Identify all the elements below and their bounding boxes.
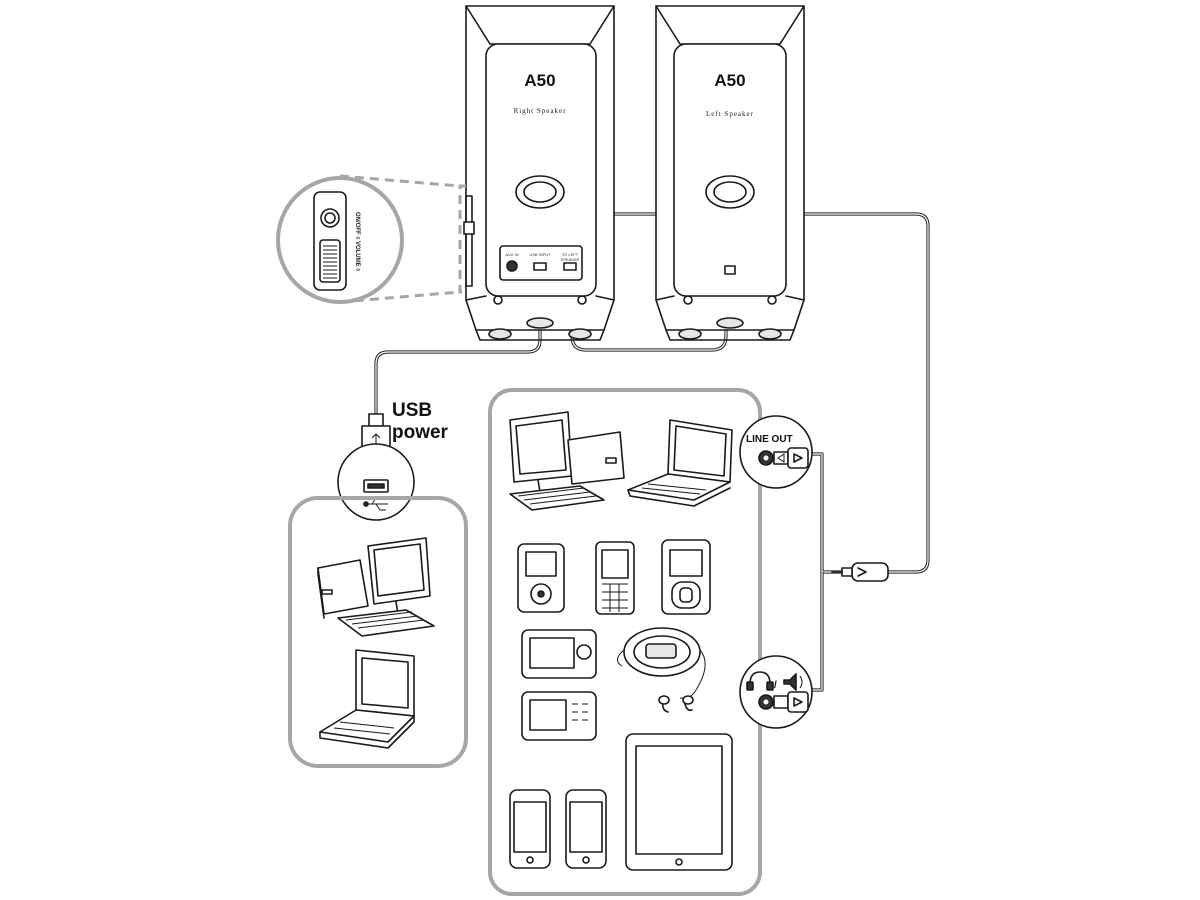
desktop-computer-icon — [509, 411, 625, 511]
aux-plug — [831, 562, 889, 582]
speaker-output-icon — [783, 673, 803, 691]
desktop-computer-icon — [317, 537, 435, 637]
media-player-icon — [661, 539, 711, 615]
smartphone-icon — [565, 789, 607, 869]
side-volume-knob[interactable] — [463, 221, 475, 235]
smartphone-icon — [509, 789, 551, 869]
right-speaker-label: Right Speaker — [514, 107, 567, 115]
usb-input-port[interactable] — [533, 262, 547, 271]
line-out-callout: LINE OUT — [739, 415, 813, 489]
left-speaker-model: A50 — [714, 71, 745, 90]
usb-devices-panel — [288, 496, 468, 768]
media-player-keypad-icon — [521, 691, 597, 741]
headphone-separator: / — [774, 680, 777, 691]
line-out-label: LINE OUT — [746, 434, 793, 445]
aux-in-jack[interactable] — [506, 260, 518, 272]
left-speaker-label: Left Speaker — [706, 110, 754, 118]
power-volume-label: ON/OFF ◊ VOLUME ◊ — [354, 212, 361, 271]
usb-input-label: USB INPUT — [529, 252, 551, 257]
right-speaker-model: A50 — [524, 71, 555, 90]
left-speaker-input-port[interactable] — [724, 265, 736, 275]
mobile-phone-icon — [595, 541, 635, 615]
usb-port-callout — [337, 443, 415, 521]
audio-devices-panel — [488, 388, 762, 896]
to-left-label-2: SPEAKER — [561, 257, 580, 262]
left-speaker: A50 Left Speaker — [655, 5, 805, 341]
aux-in-label: AUX IN — [505, 252, 518, 257]
right-speaker: A50 Right Speaker AUX IN USB INPUT TO LE… — [463, 5, 615, 341]
usb-power-label-2: power — [392, 422, 449, 443]
headphone-callout: / — [739, 655, 813, 729]
portable-media-player-icon — [521, 629, 597, 679]
laptop-icon — [319, 649, 415, 749]
usb-power-label-1: USB — [392, 400, 432, 421]
control-zoom-callout: ON/OFF ◊ VOLUME ◊ — [276, 174, 466, 304]
laptop-icon — [627, 419, 733, 507]
tablet-icon — [625, 733, 733, 871]
to-left-speaker-port[interactable] — [563, 262, 577, 271]
to-left-label: TO LEFT — [562, 252, 579, 257]
headphone-icon — [746, 671, 774, 691]
portable-cd-player-icon — [617, 627, 706, 713]
mp3-player-icon — [517, 543, 565, 613]
